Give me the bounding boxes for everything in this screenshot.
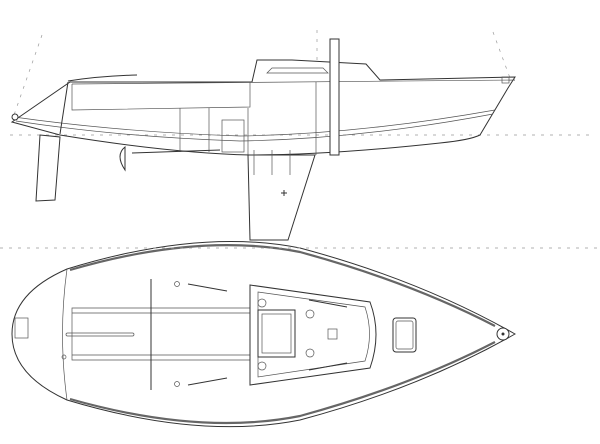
cleat [174, 281, 180, 287]
handrail [308, 362, 348, 371]
keel [247, 154, 316, 241]
rudder [35, 134, 61, 202]
propeller [119, 145, 126, 172]
companionway-hatch [257, 309, 296, 358]
mast [329, 38, 340, 156]
mast-step [327, 328, 338, 340]
hull-outline [11, 240, 517, 428]
winch [257, 361, 267, 371]
toerail-starboard [69, 341, 496, 425]
winch [305, 348, 315, 358]
bow-fitting-center [501, 332, 505, 336]
deck-fitting [61, 354, 67, 360]
cockpit [71, 307, 251, 361]
genoa-track [187, 283, 228, 292]
prop-shaft [131, 149, 221, 154]
profile-view [10, 30, 590, 241]
cabin-window [266, 67, 329, 74]
stern-locker [14, 317, 29, 339]
forehatch [392, 317, 417, 353]
winch [257, 298, 267, 308]
stern-fitting [11, 113, 19, 121]
transom-line [62, 268, 68, 401]
cabin-top [249, 284, 377, 386]
deck-plan-view [0, 240, 600, 428]
backstay [13, 34, 43, 116]
stern-post [59, 81, 69, 135]
toerail-port [69, 244, 496, 327]
forestay [492, 31, 511, 79]
hull-profile [10, 59, 516, 156]
cockpit [71, 82, 251, 111]
engine [221, 119, 245, 153]
handrail [308, 299, 348, 308]
winch [305, 309, 315, 319]
deck-line [71, 79, 516, 85]
pushpit [67, 74, 138, 82]
forehatch-inner [395, 320, 414, 350]
hatch-inner [261, 313, 292, 354]
sheer-stripe [13, 109, 496, 137]
bow-fitting [501, 76, 510, 84]
cabin-top-inner [257, 291, 370, 378]
genoa-track [187, 377, 228, 386]
center-of-lateral-resistance-icon [281, 190, 287, 196]
tiller [65, 332, 135, 337]
cleat [174, 381, 180, 387]
sheer-stripe-2 [15, 113, 494, 142]
